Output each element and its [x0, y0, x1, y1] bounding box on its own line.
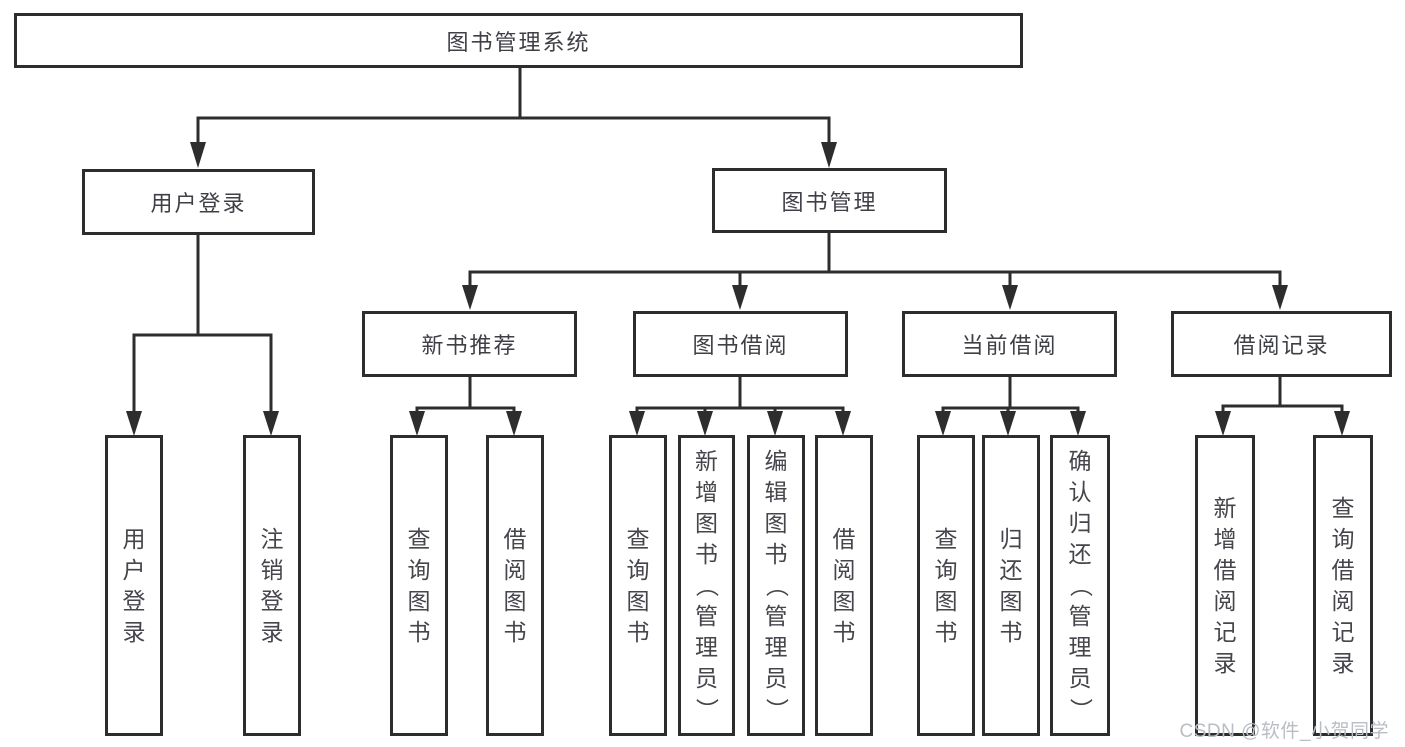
leaf-confirm-return-admin-label: 确认归还（管理员）	[1067, 448, 1094, 721]
leaf-query-books-current: 查询图书	[917, 435, 975, 736]
node-book-borrowing: 图书借阅	[633, 311, 848, 377]
node-borrowing-records: 借阅记录	[1171, 311, 1392, 377]
leaf-confirm-return-admin: 确认归还（管理员）	[1050, 435, 1110, 736]
leaf-query-borrow-record: 查询借阅记录	[1313, 435, 1373, 736]
leaf-borrow-books-label: 借阅图书	[832, 525, 856, 645]
leaf-borrow-books-recommend-label: 借阅图书	[503, 525, 527, 645]
leaf-query-books-recommend-label: 查询图书	[407, 525, 431, 645]
leaf-query-books-borrowing-label: 查询图书	[626, 525, 650, 645]
leaf-return-books: 归还图书	[982, 435, 1040, 736]
leaf-return-books-label: 归还图书	[999, 525, 1023, 645]
node-current-borrowing: 当前借阅	[902, 311, 1117, 377]
leaf-logout: 注销登录	[243, 435, 301, 736]
node-user-login: 用户登录	[82, 169, 315, 235]
leaf-add-books-admin: 新增图书（管理员）	[678, 435, 735, 736]
leaf-add-books-admin-label: 新增图书（管理员）	[694, 448, 720, 721]
leaf-borrow-books: 借阅图书	[815, 435, 873, 736]
leaf-add-borrow-record-label: 新增借阅记录	[1213, 494, 1237, 676]
leaf-user-login: 用户登录	[105, 435, 163, 736]
leaf-query-books-borrowing: 查询图书	[609, 435, 667, 736]
leaf-borrow-books-recommend: 借阅图书	[486, 435, 544, 736]
node-book-management: 图书管理	[712, 168, 947, 233]
csdn-watermark: CSDN @软件_小贺同学	[1179, 721, 1389, 742]
leaf-user-login-label: 用户登录	[122, 525, 146, 645]
leaf-edit-books-admin-label: 编辑图书（管理员）	[763, 448, 790, 721]
arrowheads	[126, 142, 1350, 436]
leaf-logout-label: 注销登录	[260, 525, 284, 645]
node-new-book-recommend: 新书推荐	[362, 311, 577, 377]
leaf-query-books-current-label: 查询图书	[934, 525, 958, 645]
leaf-query-books-recommend: 查询图书	[390, 435, 448, 736]
leaf-query-borrow-record-label: 查询借阅记录	[1331, 494, 1355, 676]
node-library-management-system: 图书管理系统	[14, 13, 1023, 68]
leaf-edit-books-admin: 编辑图书（管理员）	[747, 435, 805, 736]
leaf-add-borrow-record: 新增借阅记录	[1195, 435, 1255, 736]
